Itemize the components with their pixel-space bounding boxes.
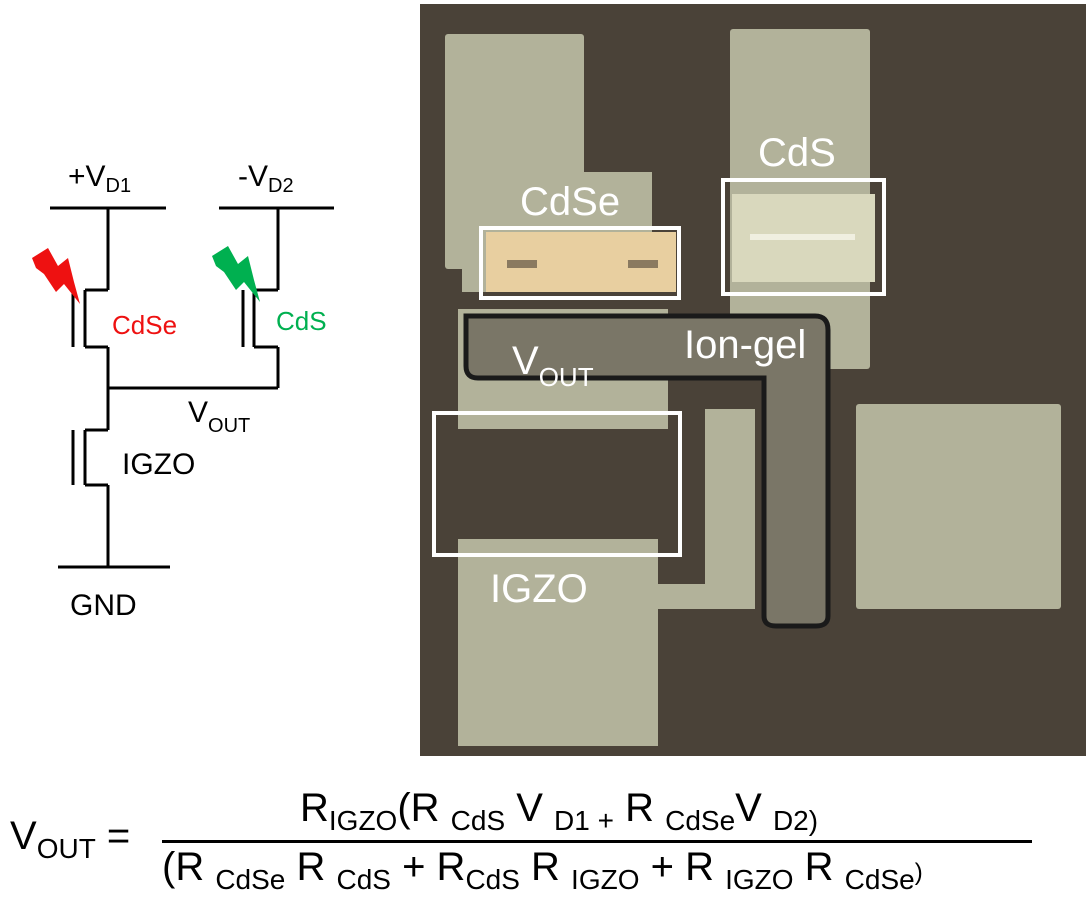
denominator-subscript: CdSe — [215, 864, 286, 895]
numerator-term: (R — [397, 786, 451, 830]
photo-cds-label: CdS — [758, 131, 836, 175]
cds-box — [721, 178, 886, 296]
igzo-box — [432, 411, 682, 557]
denominator-subscript: CdS — [336, 864, 391, 895]
photo-vout-label: VOUT — [512, 339, 594, 392]
igzo-channel-gap — [440, 429, 660, 539]
red-light-bolt-icon — [32, 248, 80, 304]
numerator-term: V — [505, 786, 555, 830]
annotation-boxes — [432, 178, 886, 557]
numerator-term: R — [300, 786, 329, 830]
fraction-bar — [162, 840, 1032, 843]
gnd-label: GND — [70, 589, 137, 622]
numerator-term: V — [735, 786, 773, 830]
igzo-right-pad — [705, 409, 755, 609]
igzo-right-link — [655, 584, 755, 609]
pad-right — [856, 404, 1061, 609]
cdse-box — [479, 226, 681, 300]
numerator-subscript: CdSe — [665, 805, 736, 836]
denominator-term: R — [519, 845, 572, 889]
denominator-term: + R — [639, 845, 726, 889]
vd2-label: -VD2 — [238, 160, 294, 197]
vd1-label: +VD1 — [68, 160, 131, 197]
ion-gel-outline — [463, 313, 831, 629]
equation-denominator: (R CdSe R CdS + RCdS R IGZO + R IGZO R C… — [162, 845, 923, 896]
numerator-subscript: D1 + — [554, 805, 614, 836]
ion-gel-label: Ion-gel — [684, 323, 806, 367]
denominator-subscript: CdSe — [844, 864, 915, 895]
cdse-transistor-label: CdSe — [112, 310, 177, 340]
photo-igzo-label: IGZO — [490, 567, 588, 611]
equation-numerator: RIGZO(R CdS V D1 + R CdSeV D2) — [300, 786, 818, 837]
denominator-term: R — [793, 845, 845, 889]
photo-cdse-label: CdSe — [520, 180, 620, 224]
denominator-subscript: IGZO — [725, 864, 794, 895]
numerator-subscript: IGZO — [328, 805, 398, 836]
equation-lhs: VOUT = — [10, 814, 131, 864]
green-light-bolt-icon — [212, 246, 260, 302]
denominator-term: (R — [162, 845, 216, 889]
numerator-term: R — [613, 786, 666, 830]
denominator-term: + R — [390, 845, 466, 889]
denominator-subscript: CdS — [465, 864, 520, 895]
numerator-subscript: D2) — [772, 805, 819, 836]
numerator-subscript: CdS — [450, 805, 506, 836]
schematic-wires — [50, 206, 334, 569]
denominator-term: R — [285, 845, 337, 889]
denominator-subscript: IGZO — [571, 864, 640, 895]
circuit-schematic: +VD1 -VD2 CdSe CdS VOUT IGZO GND — [32, 160, 334, 622]
cds-transistor-label: CdS — [276, 306, 327, 336]
igzo-transistor-label: IGZO — [122, 448, 195, 481]
vout-schematic-label: VOUT — [188, 396, 250, 437]
denominator-close-paren: ) — [914, 859, 923, 886]
vout-equation: VOUT = RIGZO(R CdS V D1 + R CdSeV D2) (R… — [0, 770, 1091, 904]
device-micrograph: CdS CdSe Ion-gel VOUT IGZO — [420, 4, 1086, 756]
